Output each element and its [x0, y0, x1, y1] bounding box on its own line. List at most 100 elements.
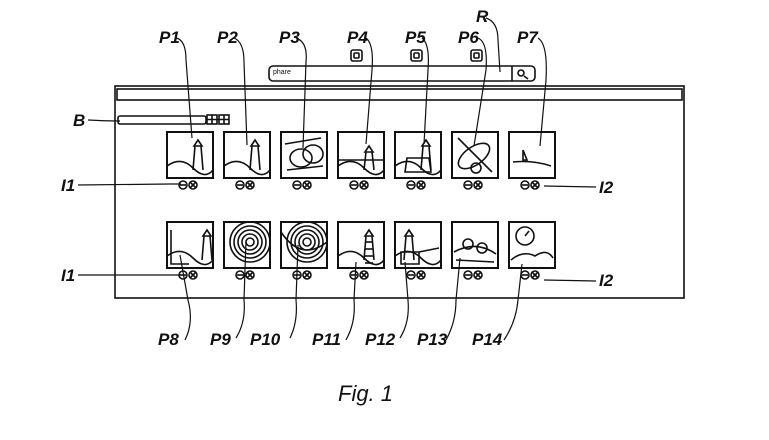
grid-view-icon[interactable] — [206, 114, 230, 125]
leader-P11 — [345, 261, 357, 341]
thumbnail-P8[interactable] — [166, 221, 214, 280]
toolbar-button-1[interactable] — [350, 49, 363, 62]
leader-R — [485, 17, 501, 73]
thumbnail-P14[interactable] — [508, 221, 556, 280]
label-B: B — [73, 111, 86, 130]
thumbnail-frame — [166, 221, 214, 269]
thumbnail-frame — [508, 221, 556, 269]
thumbnail-frame — [451, 131, 499, 179]
thumbnail-P9[interactable] — [223, 221, 271, 280]
delete-icon[interactable] — [359, 270, 369, 280]
thumbnail-frame — [166, 131, 214, 179]
leader-P2 — [233, 37, 248, 146]
label-P1: P1 — [159, 28, 180, 47]
thumbnail-P5[interactable] — [394, 131, 442, 190]
label-I2-bottom: I2 — [599, 271, 614, 290]
view-icon[interactable] — [463, 180, 473, 190]
toolbar-button-3[interactable] — [470, 49, 483, 62]
delete-icon[interactable] — [188, 270, 198, 280]
thumbnail-P11[interactable] — [337, 221, 385, 280]
label-P5: P5 — [405, 28, 426, 47]
search-icon-handle — [523, 75, 529, 80]
thumbnail-P7[interactable] — [508, 131, 556, 190]
view-icon[interactable] — [463, 270, 473, 280]
label-P14: P14 — [472, 330, 503, 349]
thumbnail-frame — [394, 221, 442, 269]
label-P8: P8 — [158, 330, 179, 349]
leader-P6 — [473, 37, 487, 147]
leader-P12 — [399, 261, 409, 339]
view-icon[interactable] — [178, 180, 188, 190]
delete-icon[interactable] — [359, 180, 369, 190]
delete-icon[interactable] — [245, 180, 255, 190]
leader-I2-bottom — [543, 279, 597, 282]
view-icon[interactable] — [292, 180, 302, 190]
thumbnail-frame — [394, 131, 442, 179]
delete-icon[interactable] — [473, 180, 483, 190]
leader-I2-top — [543, 185, 597, 188]
figure-caption: Fig. 1 — [338, 381, 394, 406]
view-icon[interactable] — [235, 270, 245, 280]
thumbnail-frame — [451, 221, 499, 269]
delete-icon[interactable] — [416, 180, 426, 190]
label-P13: P13 — [417, 330, 448, 349]
view-icon[interactable] — [406, 270, 416, 280]
label-P3: P3 — [279, 28, 300, 47]
leader-P4 — [365, 37, 373, 145]
thumbnail-P10[interactable] — [280, 221, 328, 280]
leader-I1-top — [77, 183, 181, 186]
leader-P5 — [421, 37, 429, 145]
leader-P14 — [503, 263, 523, 341]
leader-P3 — [295, 37, 307, 149]
label-P12: P12 — [365, 330, 396, 349]
thumbnail-P13[interactable] — [451, 221, 499, 280]
delete-icon[interactable] — [188, 180, 198, 190]
leader-P13 — [445, 257, 461, 341]
view-icon[interactable] — [349, 180, 359, 190]
leader-P1 — [175, 37, 193, 139]
toolbar-button-2-inner — [413, 52, 420, 59]
label-P11: P11 — [312, 330, 341, 349]
delete-icon[interactable] — [473, 270, 483, 280]
thumbnail-P6[interactable] — [451, 131, 499, 190]
leader-P8 — [179, 254, 191, 341]
delete-icon[interactable] — [245, 270, 255, 280]
label-P9: P9 — [210, 330, 231, 349]
delete-icon[interactable] — [416, 270, 426, 280]
thumbnail-frame — [508, 131, 556, 179]
thumbnail-P3[interactable] — [280, 131, 328, 190]
search-query-text: phare — [273, 69, 291, 76]
label-R: R — [476, 7, 489, 26]
view-icon[interactable] — [520, 180, 530, 190]
leader-P10 — [289, 244, 299, 339]
delete-icon[interactable] — [530, 270, 540, 280]
leader-P9 — [235, 239, 247, 339]
label-P6: P6 — [458, 28, 479, 47]
view-icon[interactable] — [235, 180, 245, 190]
toolbar-button-2[interactable] — [410, 49, 423, 62]
delete-icon[interactable] — [302, 270, 312, 280]
label-P2: P2 — [217, 28, 238, 47]
thumbnail-P1[interactable] — [166, 131, 214, 190]
thumbnail-frame — [337, 221, 385, 269]
toolbar-button-3-inner — [473, 52, 480, 59]
label-I2-top: I2 — [599, 178, 614, 197]
thumbnail-P12[interactable] — [394, 221, 442, 280]
search-icon-lens — [517, 69, 525, 77]
label-P4: P4 — [347, 28, 368, 47]
thumbnail-P4[interactable] — [337, 131, 385, 190]
browse-bar[interactable] — [117, 115, 207, 125]
window-frame — [114, 85, 685, 299]
search-field[interactable] — [268, 65, 536, 82]
label-I1-bottom: I1 — [61, 266, 76, 285]
delete-icon[interactable] — [530, 180, 540, 190]
leader-P7 — [537, 37, 547, 147]
view-icon[interactable] — [349, 270, 359, 280]
view-icon[interactable] — [406, 180, 416, 190]
delete-icon[interactable] — [302, 180, 312, 190]
window-toolbar — [116, 88, 683, 101]
label-P10: P10 — [250, 330, 281, 349]
leader-B — [87, 119, 121, 122]
toolbar-button-1-inner — [353, 52, 360, 59]
